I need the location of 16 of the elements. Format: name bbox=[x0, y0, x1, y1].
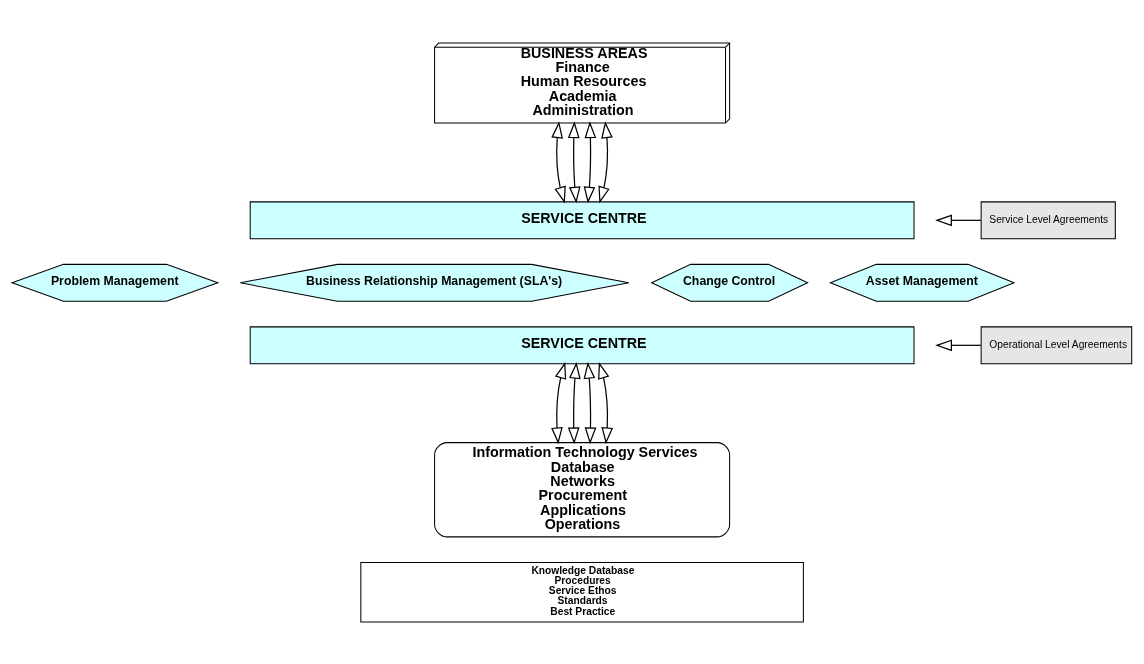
arrow bbox=[583, 120, 597, 203]
node-box: Knowledge Database Procedures Service Ethos Standards Best Practice bbox=[360, 561, 804, 622]
arrow bbox=[935, 338, 982, 351]
node-box: Operational Level Agreements bbox=[980, 325, 1133, 364]
arrow bbox=[583, 361, 597, 444]
arrow bbox=[598, 361, 614, 444]
arrow bbox=[935, 213, 982, 226]
node-box: SERVICE CENTRE bbox=[249, 200, 915, 239]
node-box: Service Level Agreements bbox=[980, 200, 1116, 239]
node-box: SERVICE CENTRE bbox=[249, 325, 915, 364]
arrow bbox=[567, 120, 581, 203]
node-box: Information Technology Services Database Networks Procurement Applications Operations bbox=[434, 441, 731, 537]
arrow bbox=[551, 361, 567, 444]
arrow bbox=[567, 361, 581, 444]
arrow bbox=[551, 120, 566, 203]
arrow bbox=[598, 120, 613, 203]
